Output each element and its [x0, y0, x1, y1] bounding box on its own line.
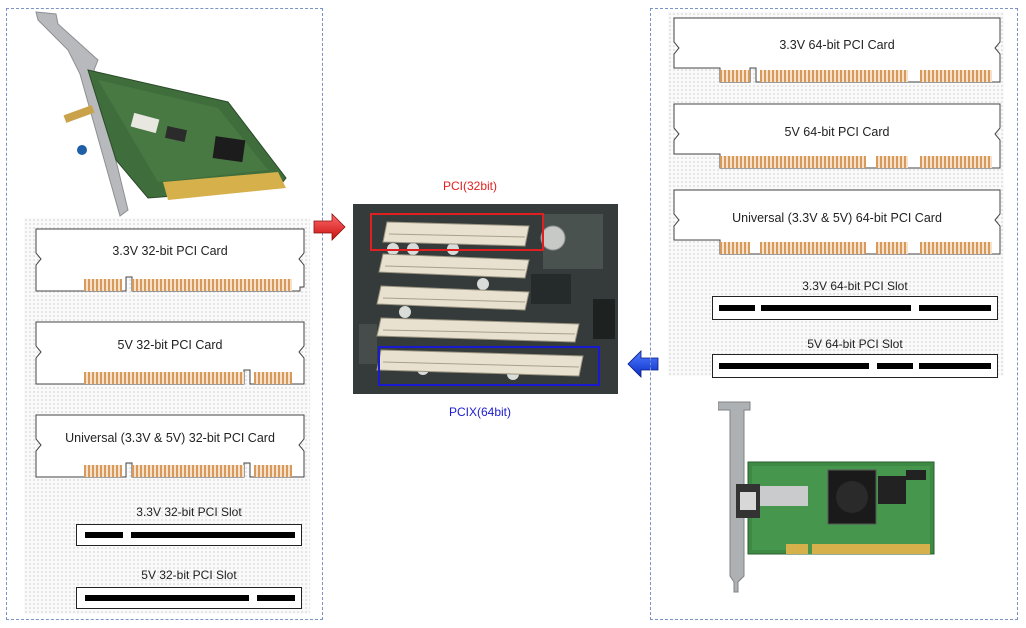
slot-label: 3.3V 32-bit PCI Slot — [136, 505, 242, 519]
card-label: 3.3V 64-bit PCI Card — [779, 38, 895, 52]
slot-label: 5V 64-bit PCI Slot — [807, 337, 903, 351]
pcix-64bit-label: PCIX(64bit) — [448, 405, 512, 419]
card-label: Universal (3.3V & 5V) 64-bit PCI Card — [732, 211, 942, 225]
pci-32bit-label: PCI(32bit) — [442, 179, 498, 193]
slot-5v-64bit — [712, 354, 998, 378]
card-5v-64bit: 5V 64-bit PCI Card — [673, 103, 1001, 172]
contact-segment — [254, 372, 292, 384]
slot-5v-32bit — [76, 587, 302, 609]
contact-segment — [84, 372, 244, 384]
contact-segment — [760, 70, 908, 82]
red-arrow-icon — [313, 213, 346, 241]
contact-segment — [876, 242, 908, 254]
contact-segment — [84, 465, 122, 477]
contact-segment — [132, 465, 244, 477]
slot-3-3v-32bit — [76, 524, 302, 546]
blue-arrow-icon — [627, 350, 659, 378]
card-label: Universal (3.3V & 5V) 32-bit PCI Card — [65, 431, 275, 445]
pci-card-photo — [35, 11, 287, 217]
pci-highlight-box — [370, 213, 544, 251]
card-label: 5V 64-bit PCI Card — [784, 125, 890, 139]
contact-segment — [254, 465, 292, 477]
contact-segment — [720, 70, 750, 82]
card-label: 5V 32-bit PCI Card — [117, 338, 223, 352]
pcix-highlight-box — [378, 346, 600, 386]
card-3-3v-32bit: 3.3V 32-bit PCI Card — [35, 228, 305, 297]
contact-segment — [920, 70, 992, 82]
card-universal-64bit: Universal (3.3V & 5V) 64-bit PCI Card — [673, 189, 1001, 258]
card-label: 3.3V 32-bit PCI Card — [112, 244, 228, 258]
slot-label: 3.3V 64-bit PCI Slot — [802, 279, 908, 293]
slot-3-3v-64bit — [712, 296, 998, 320]
right-panel — [650, 8, 1018, 620]
slot-label: 5V 32-bit PCI Slot — [141, 568, 237, 582]
contact-segment — [720, 242, 750, 254]
contact-segment — [760, 242, 866, 254]
pcix-card-photo — [718, 401, 935, 593]
card-universal-32bit: Universal (3.3V & 5V) 32-bit PCI Card — [35, 414, 305, 483]
motherboard-photo — [353, 204, 618, 394]
contact-segment — [876, 156, 908, 168]
contact-segment — [84, 279, 122, 291]
card-5v-32bit: 5V 32-bit PCI Card — [35, 321, 305, 390]
left-panel — [6, 8, 323, 620]
contact-segment — [920, 156, 992, 168]
contact-segment — [920, 242, 992, 254]
contact-segment — [720, 156, 866, 168]
contact-segment — [132, 279, 292, 291]
card-3-3v-64bit: 3.3V 64-bit PCI Card — [673, 17, 1001, 86]
